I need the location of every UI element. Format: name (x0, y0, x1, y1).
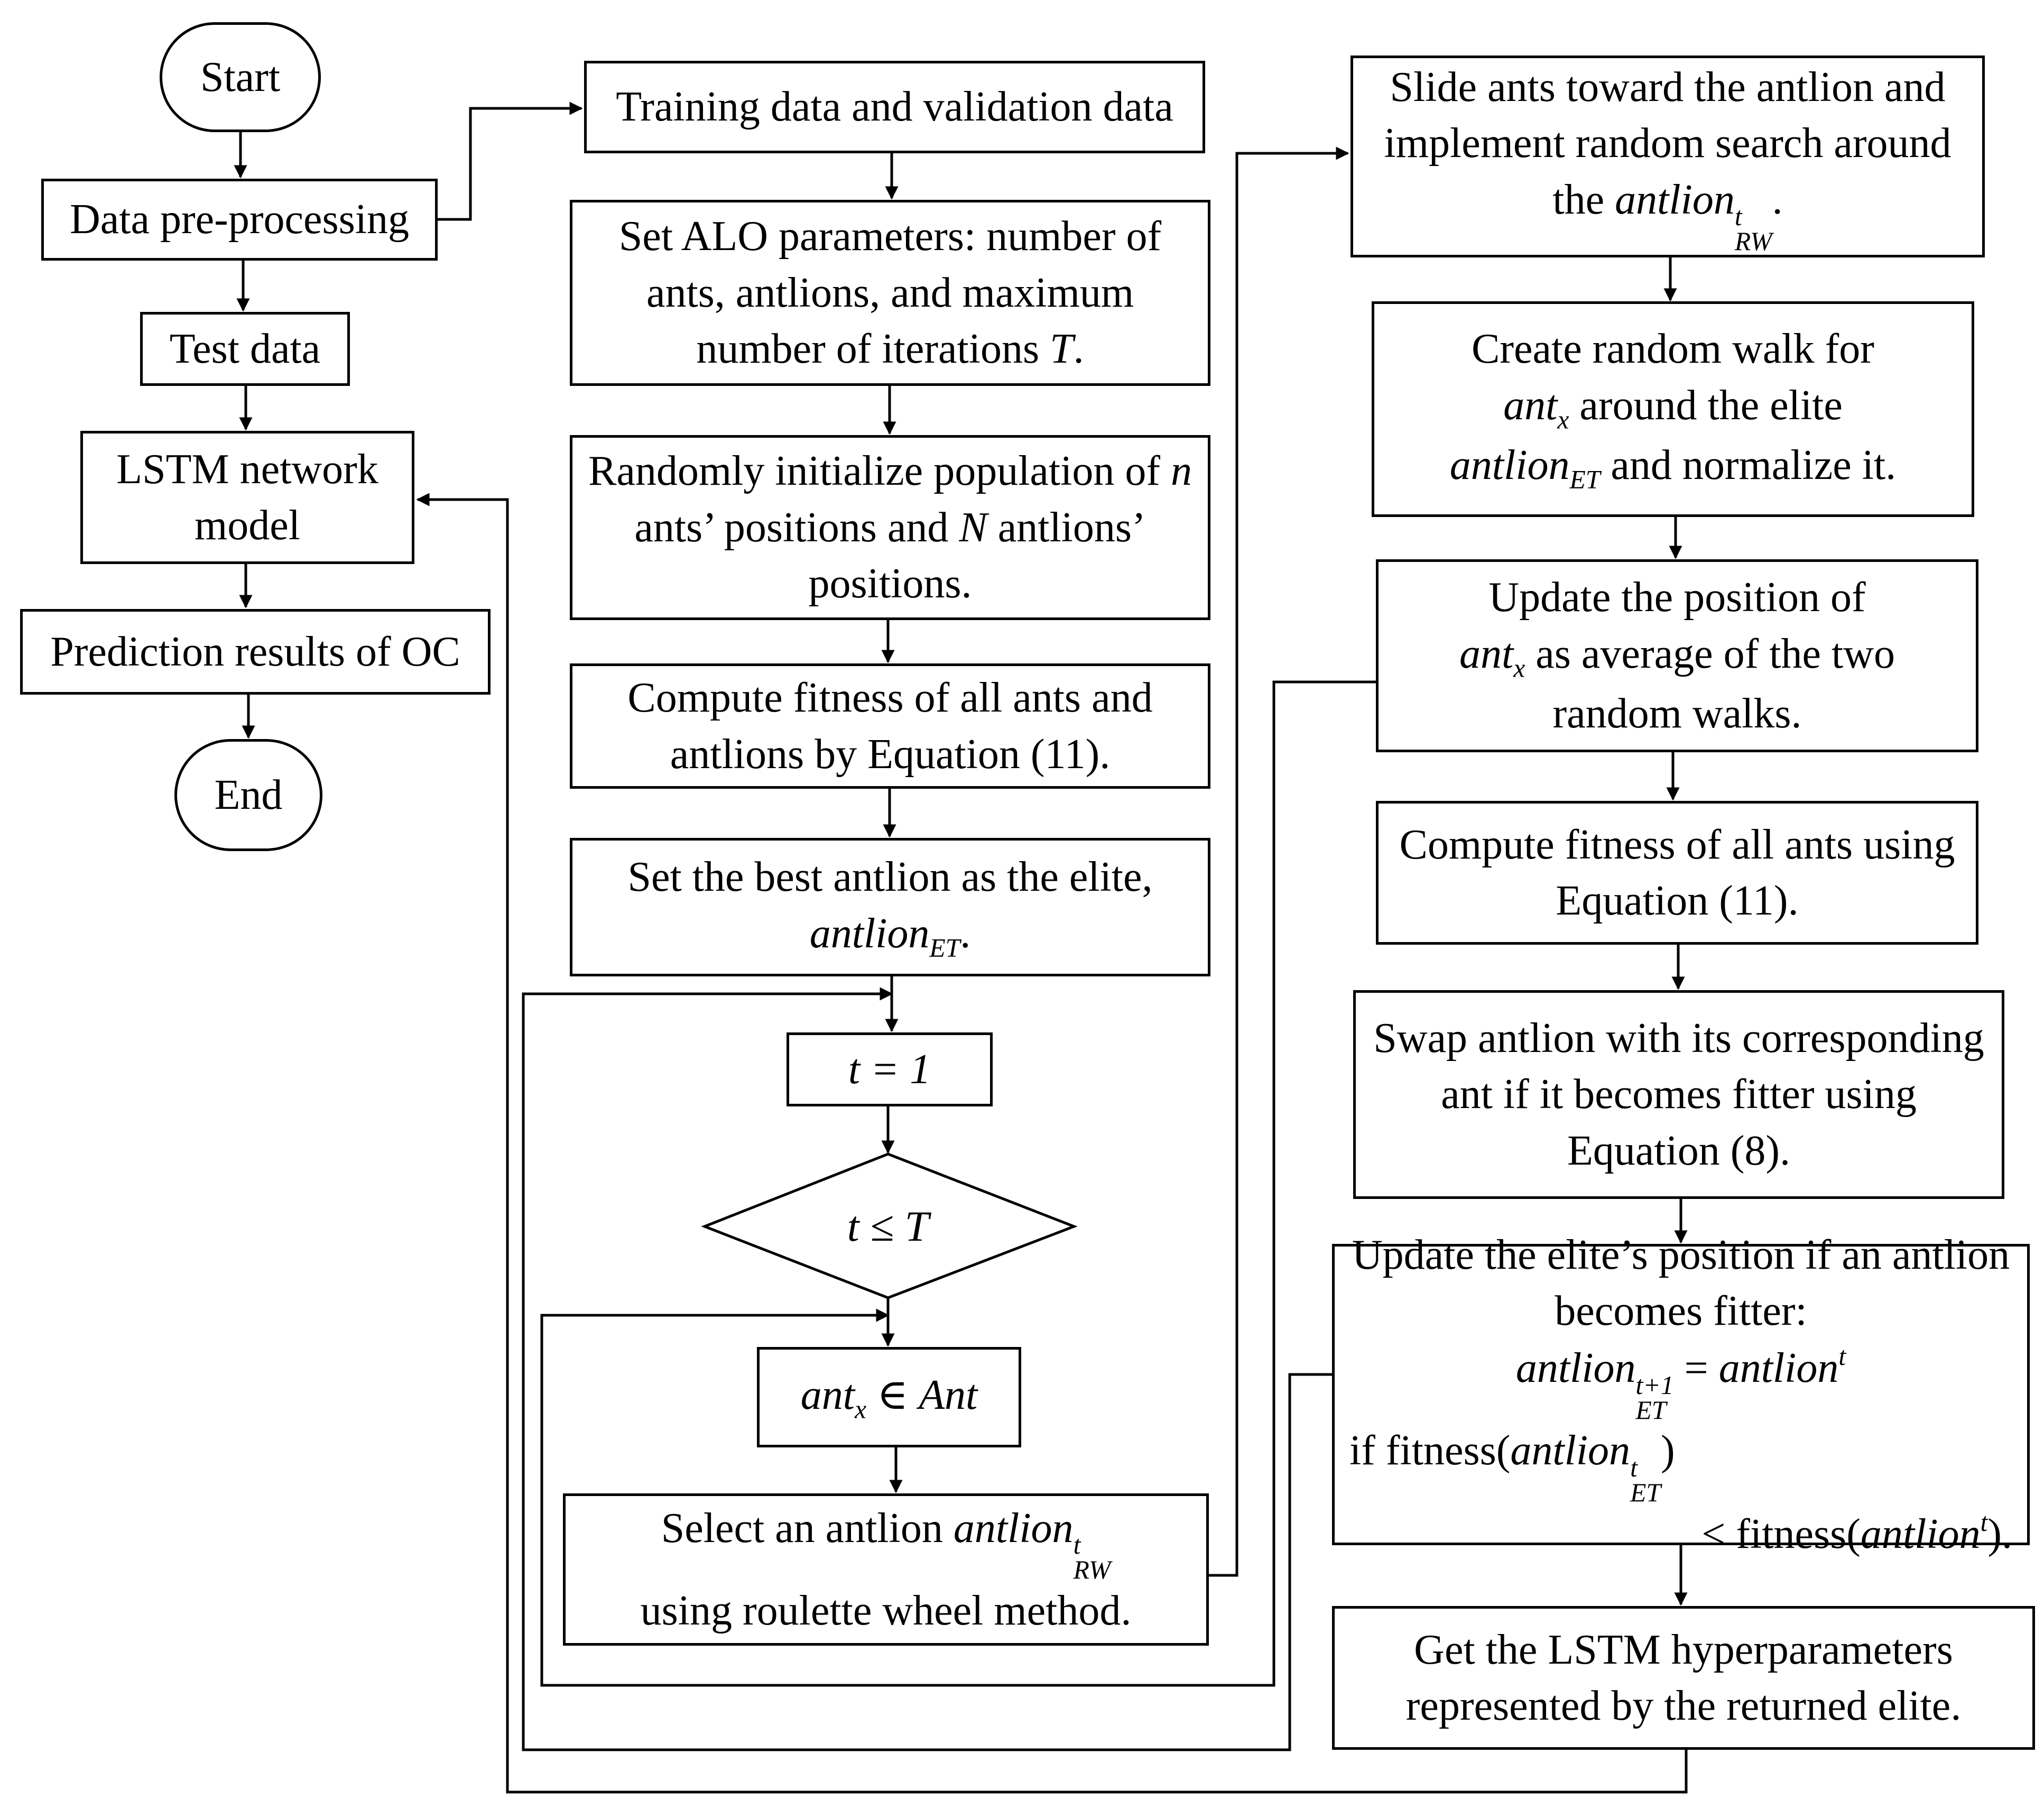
loop-condition-label: t ≤ T (847, 1202, 929, 1250)
t-init-box: t = 1 (787, 1032, 993, 1106)
compute-fitness-all-box: Compute fitness of all ants and antlions… (570, 663, 1210, 789)
initialize-population-box: Randomly initialize population of n ants… (570, 435, 1210, 620)
prediction-results-box: Prediction results of OC (20, 609, 491, 695)
random-walk-box: Create random walk for antx around the e… (1372, 301, 1974, 517)
random-walk-label: Create random walk for antx around the e… (1449, 326, 1897, 494)
t-init-label: t = 1 (848, 1046, 931, 1093)
loop-time-iteration (522, 987, 1332, 1751)
arrow-preprocessing-to-training (436, 101, 583, 221)
update-position-label: Update the position of antx as average o… (1459, 574, 1895, 737)
data-preprocessing-box: Data pre-processing (41, 179, 438, 261)
training-data-box: Training data and validation data (584, 61, 1205, 153)
compute-fitness-all-label: Compute fitness of all ants and antlions… (627, 675, 1153, 778)
ant-select-label: antx ∈ Ant (800, 1372, 978, 1424)
compute-fitness-ants-label: Compute fitness of all ants using Equati… (1399, 821, 1955, 924)
prediction-results-label: Prediction results of OC (50, 628, 460, 675)
test-data-box: Test data (140, 312, 350, 386)
loop-condition-diamond (701, 1152, 1078, 1299)
arrow-select-to-slide (1208, 146, 1349, 1577)
get-hyperparameters-label: Get the LSTM hyperparameters represented… (1405, 1626, 1962, 1729)
update-position-box: Update the position of antx as average o… (1376, 559, 1978, 752)
get-hyperparameters-box: Get the LSTM hyperparameters represented… (1332, 1606, 2035, 1750)
swap-antlion-label: Swap antlion with its corresponding ant … (1373, 1014, 1984, 1174)
start-terminal: Start (160, 22, 321, 132)
compute-fitness-ants-box: Compute fitness of all ants using Equati… (1376, 801, 1978, 945)
update-elite-label: Update the elite’s position if an antlio… (1349, 1231, 2012, 1557)
update-elite-box: Update the elite’s position if an antlio… (1332, 1232, 2030, 1557)
loop-ant-iteration (540, 680, 1376, 1687)
set-elite-box: Set the best antlion as the elite, antli… (570, 838, 1210, 976)
slide-ants-label: Slide ants toward the antlion and implem… (1384, 63, 1951, 256)
lstm-model-box: LSTM network model (80, 431, 414, 564)
initialize-population-label: Randomly initialize population of n ants… (588, 448, 1192, 607)
test-data-label: Test data (169, 325, 321, 372)
set-alo-parameters-label: Set ALO parameters: number of ants, antl… (618, 213, 1162, 373)
set-elite-label: Set the best antlion as the elite, antli… (627, 854, 1153, 962)
lstm-model-label: LSTM network model (116, 446, 378, 549)
swap-antlion-box: Swap antlion with its corresponding ant … (1353, 990, 2004, 1199)
end-label: End (214, 771, 283, 818)
var-T: T (1050, 326, 1074, 373)
loop-return-to-lstm (416, 493, 1688, 1794)
data-preprocessing-label: Data pre-processing (70, 196, 409, 243)
slide-ants-box: Slide ants toward the antlion and implem… (1351, 56, 1985, 257)
set-alo-parameters-box: Set ALO parameters: number of ants, antl… (570, 200, 1210, 386)
ant-select-box: antx ∈ Ant (757, 1347, 1021, 1447)
training-data-label: Training data and validation data (616, 84, 1173, 131)
start-label: Start (200, 53, 281, 100)
end-terminal: End (174, 739, 322, 851)
